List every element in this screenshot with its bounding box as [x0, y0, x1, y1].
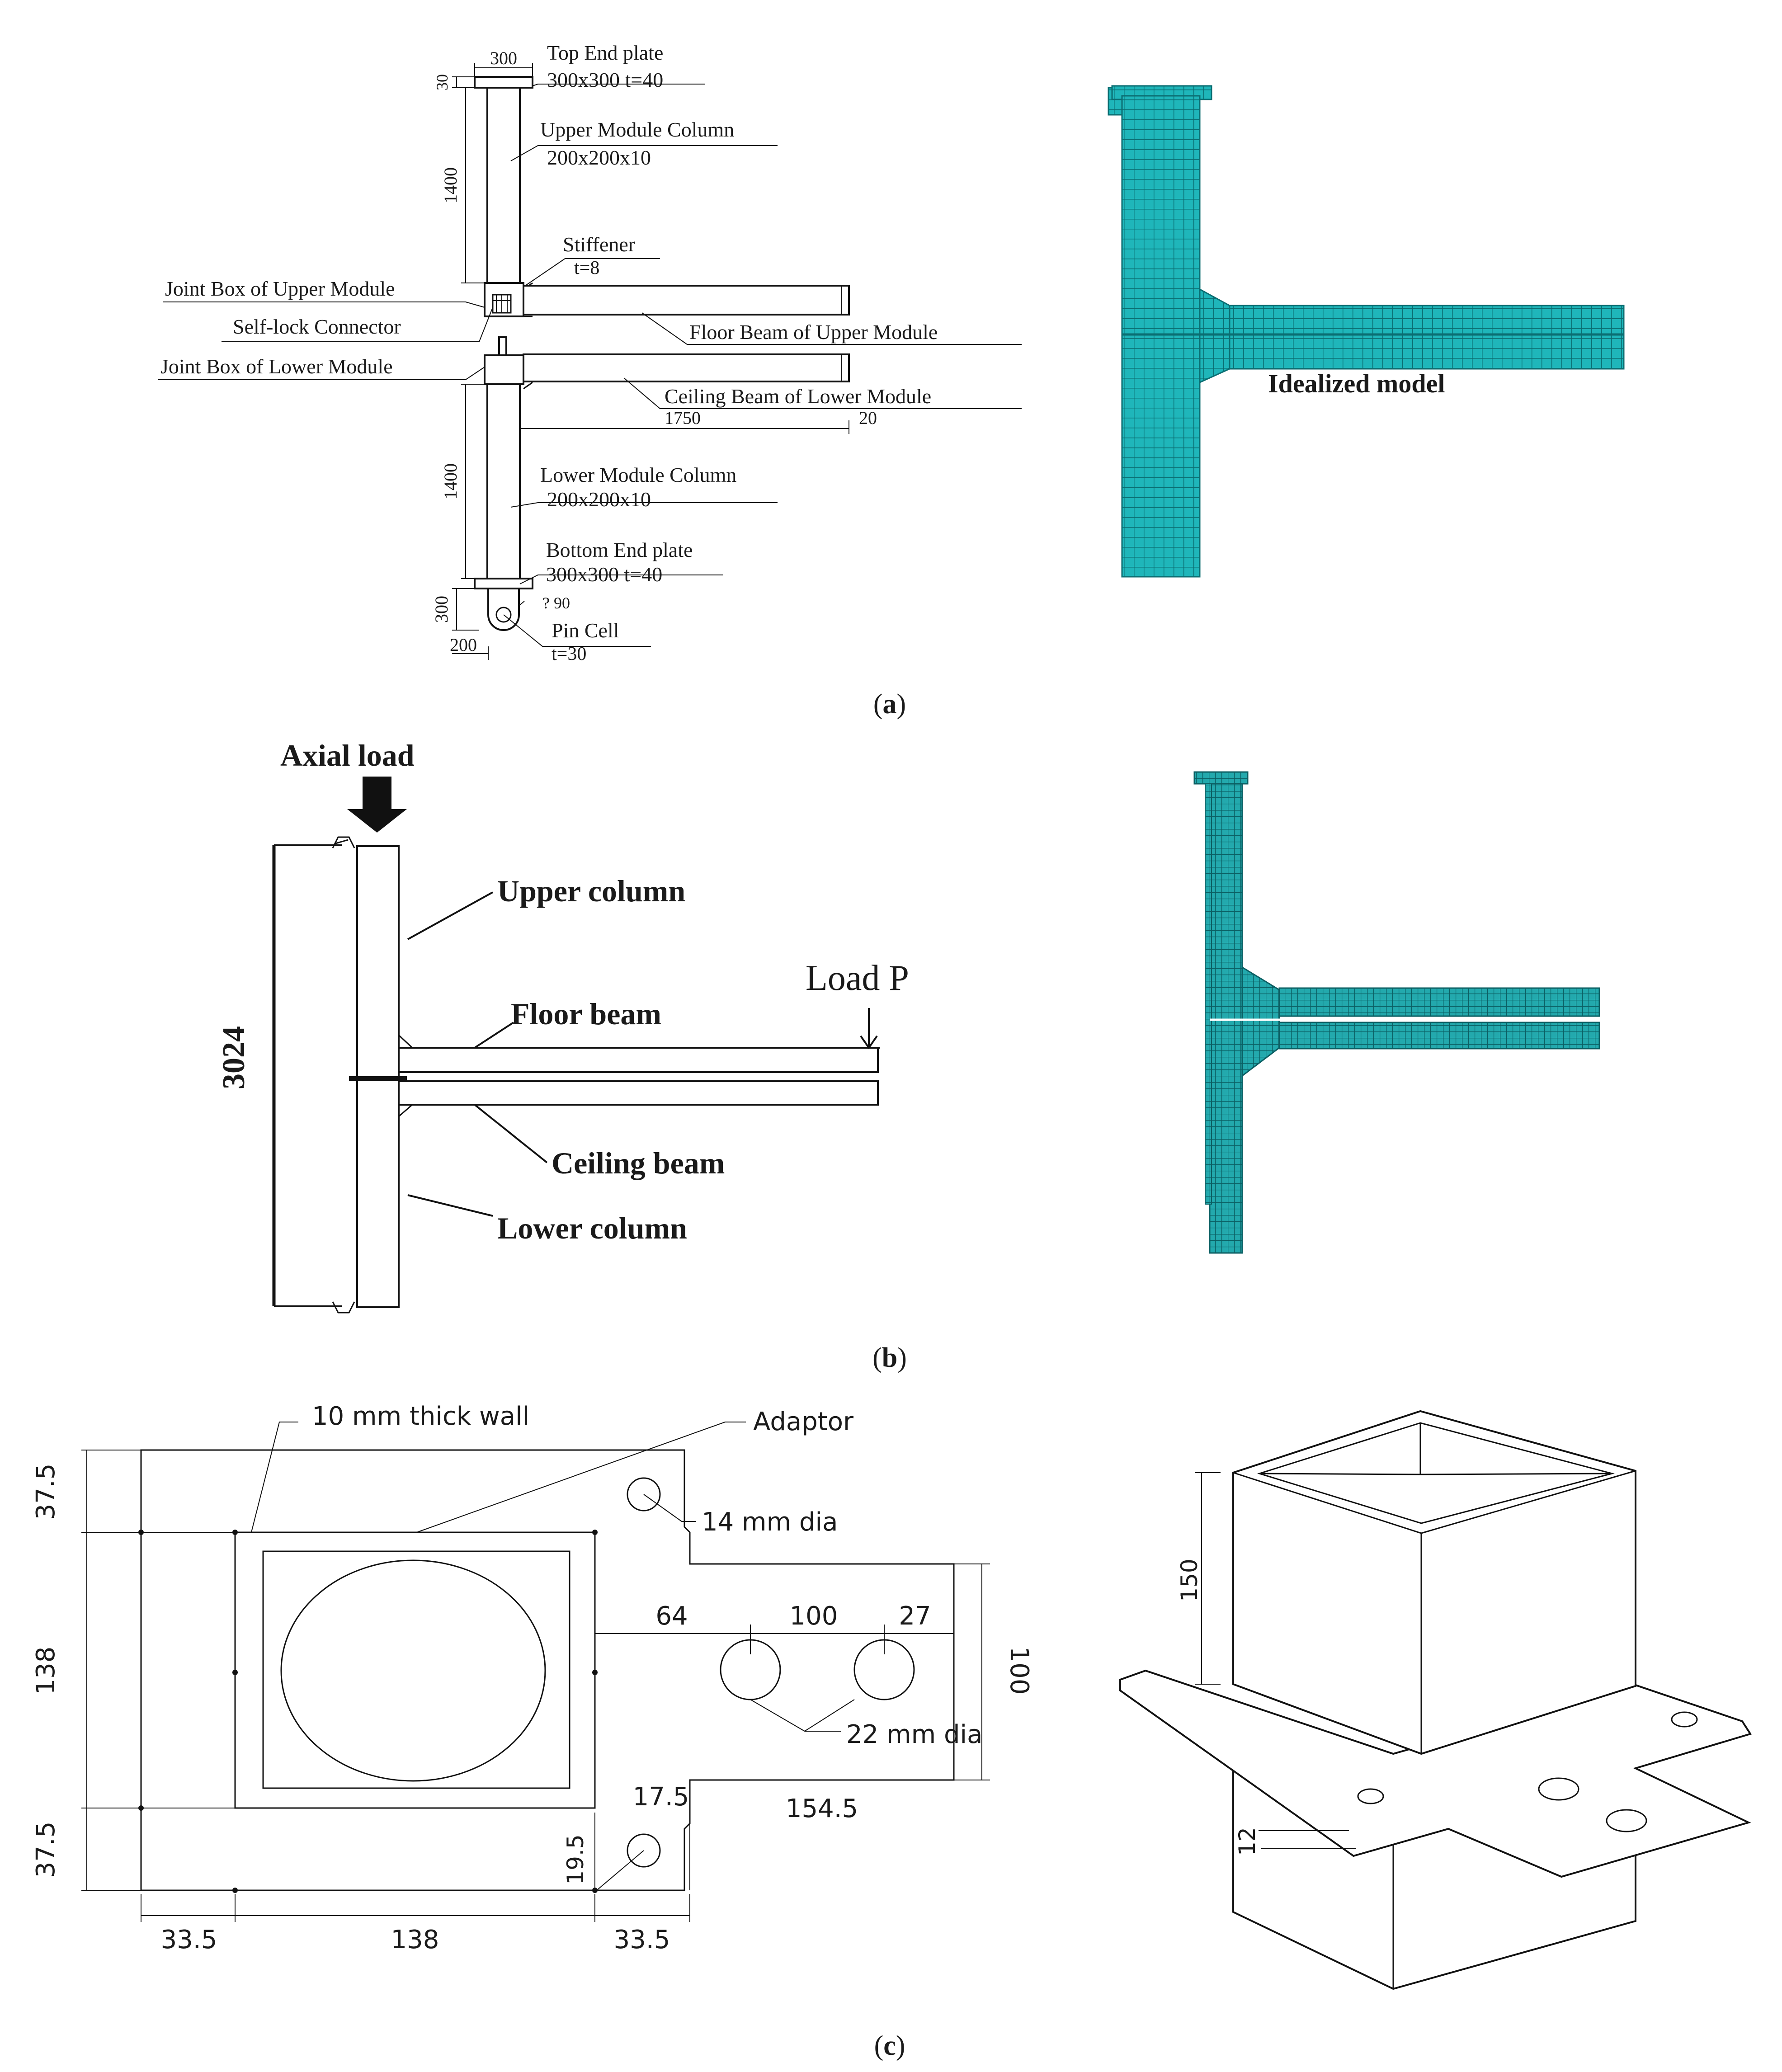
- axial-load-label: Axial load: [280, 738, 415, 772]
- label-joint-box-lower: Joint Box of Lower Module: [160, 355, 393, 378]
- label-bottom-end-plate: Bottom End plate: [546, 538, 693, 561]
- lower-column-b: [356, 1078, 400, 1308]
- lower-module-column: [486, 383, 521, 579]
- joint-box-lower: [484, 354, 524, 385]
- dim-left-bot: 37.5: [31, 1822, 61, 1878]
- dim-left-mid: 138: [31, 1647, 61, 1695]
- label-top-end-plate: Top End plate: [547, 41, 663, 64]
- dim-beam-length: 1750: [665, 408, 701, 428]
- label-top-end-plate-size: 300x300 t=40: [547, 68, 663, 91]
- label-lower-column-size: 200x200x10: [547, 488, 651, 511]
- tube-outer: [234, 1531, 596, 1809]
- bottom-end-plate: [474, 578, 533, 589]
- dim-beam-thk: 20: [859, 408, 877, 428]
- caption-a: (a): [873, 689, 906, 720]
- hole14-label: 14 mm dia: [702, 1507, 838, 1537]
- panel-b-drawing: [272, 777, 880, 1314]
- dim-upper-height: 1400: [440, 167, 461, 203]
- upper-module-column: [486, 87, 521, 284]
- label-upper-column: Upper Module Column: [540, 118, 734, 141]
- label-pin-cell: Pin Cell: [552, 619, 619, 642]
- pin-cell: [487, 588, 520, 631]
- dim-lower-height: 1400: [440, 463, 461, 499]
- dim-bot-right: 33.5: [614, 1925, 670, 1954]
- dim-pin-hole: ? 90: [542, 594, 570, 612]
- ceiling-beam-b: [398, 1080, 879, 1106]
- panel-a-drawing: [158, 63, 1022, 660]
- ceiling-beam-lower: [523, 353, 850, 382]
- upper-column-b: [356, 845, 400, 1079]
- floor-beam-b: [398, 1047, 879, 1073]
- caption-b: (b): [872, 1342, 907, 1373]
- dim-plate-width: 300: [490, 48, 517, 68]
- height-3024-label: 3024: [217, 1026, 251, 1089]
- dim-17-5: 17.5: [633, 1782, 689, 1812]
- floor-beam-upper: [523, 285, 850, 316]
- upper-column-label: Upper column: [497, 874, 685, 908]
- connector-pin: [498, 336, 507, 356]
- dim-100: 100: [790, 1601, 838, 1631]
- dim-27: 27: [899, 1601, 931, 1631]
- tube-inner: [262, 1550, 570, 1789]
- panel-c-drawing: [81, 1422, 990, 1922]
- idealized-model-label: Idealized model: [1268, 369, 1445, 398]
- hole-14-top: [627, 1477, 661, 1512]
- label-lower-column: Lower Module Column: [540, 463, 736, 486]
- tube-bore: [280, 1559, 546, 1782]
- dim-bot-left: 33.5: [161, 1925, 217, 1954]
- label-self-lock-connector: Self-lock Connector: [233, 315, 401, 338]
- label-ceiling-beam-lower: Ceiling Beam of Lower Module: [665, 385, 931, 408]
- floor-beam-label: Floor beam: [511, 997, 661, 1031]
- fe-model-a: [1108, 85, 1625, 578]
- dim-right-100: 100: [1004, 1647, 1034, 1695]
- dim-pin-height: 300: [431, 596, 452, 623]
- adaptor-label: Adaptor: [753, 1407, 854, 1436]
- label-pin-cell-t: t=30: [552, 644, 586, 664]
- label-stiffener-t: t=8: [574, 258, 599, 278]
- hole22-label: 22 mm dia: [846, 1720, 982, 1749]
- label-joint-box-upper: Joint Box of Upper Module: [165, 277, 395, 300]
- label-bottom-end-plate-size: 300x300 t=40: [546, 563, 662, 586]
- dim-pin-width: 200: [450, 635, 477, 655]
- dim-154-5: 154.5: [786, 1794, 858, 1823]
- label-stiffener: Stiffener: [563, 233, 635, 256]
- fe-model-b: [1193, 771, 1600, 1254]
- wall-label: 10 mm thick wall: [312, 1402, 529, 1431]
- dim-19-5: 19.5: [562, 1834, 589, 1884]
- label-floor-beam-upper: Floor Beam of Upper Module: [689, 320, 938, 344]
- caption-c: (c): [874, 2030, 905, 2061]
- hole-14-bottom: [627, 1833, 661, 1868]
- axial-load-arrow: [347, 777, 407, 833]
- top-end-plate: [474, 76, 533, 89]
- lower-column-label: Lower column: [497, 1211, 687, 1245]
- iso-adaptor: [1119, 1410, 1752, 1990]
- dim-top-offset: 30: [433, 74, 451, 90]
- label-upper-column-size: 200x200x10: [547, 146, 651, 169]
- joint-box-upper: [484, 282, 524, 317]
- dim-bot-mid: 138: [391, 1925, 439, 1954]
- iso-dim-150: 150: [1176, 1559, 1202, 1601]
- load-p-label: Load P: [806, 958, 909, 998]
- dim-left-top: 37.5: [31, 1464, 61, 1520]
- dim-64: 64: [655, 1601, 688, 1631]
- iso-dim-12: 12: [1234, 1827, 1260, 1856]
- ceiling-beam-label: Ceiling beam: [552, 1146, 725, 1180]
